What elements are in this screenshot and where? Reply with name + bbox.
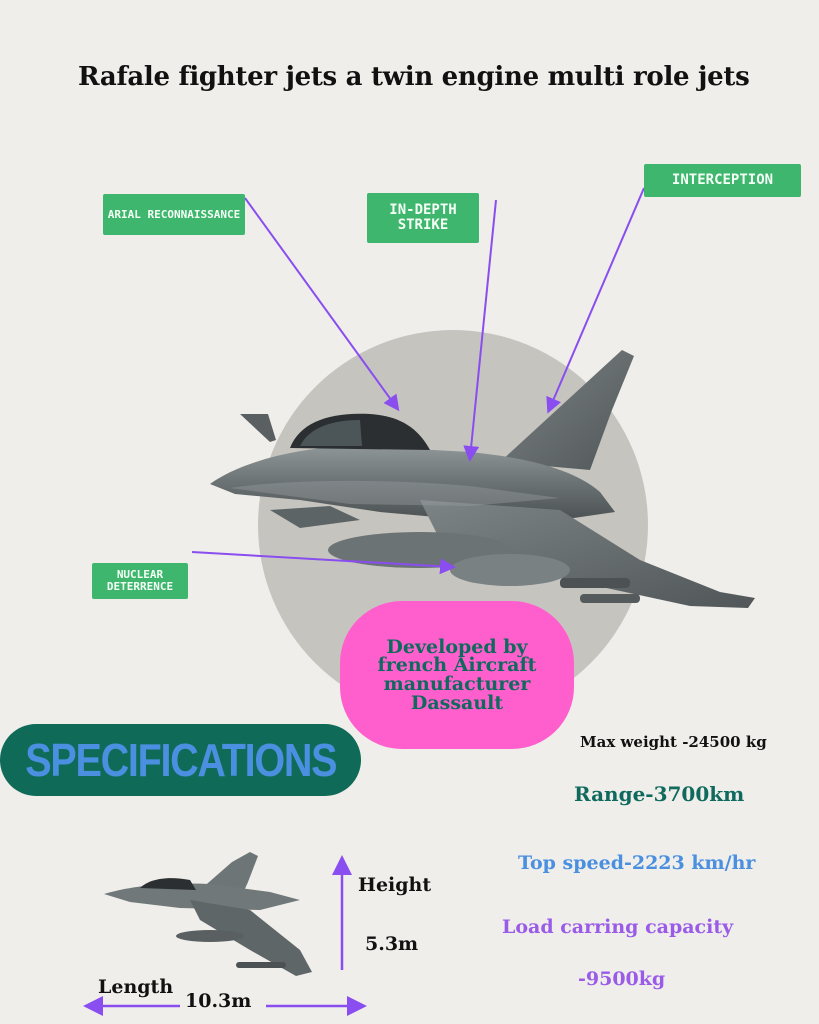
arrow-nuclear	[191, 551, 456, 575]
developer-note: Developed by french Aircraft manufacture…	[340, 601, 574, 749]
tag-arial-reconnaissance: ARIAL RECONNAISSANCE	[103, 194, 245, 235]
height-label: Height	[358, 874, 432, 896]
spec-max-weight: Max weight -24500 kg	[580, 733, 767, 751]
tag-nuclear-deterrence: NUCLEAR DETERRENCE	[92, 563, 188, 599]
arrow-interception	[546, 187, 645, 414]
spec-load-value: -9500kg	[578, 968, 666, 990]
tag-in-depth-strike: IN-DEPTH STRIKE	[367, 193, 479, 243]
spec-load-label: Load carring capacity	[502, 916, 734, 938]
tag-interception: INTERCEPTION	[644, 164, 801, 197]
specifications-banner: SPECIFICATIONS	[0, 724, 361, 796]
spec-range: Range-3700km	[574, 782, 745, 806]
height-value: 5.3m	[365, 933, 419, 955]
length-value: 10.3m	[185, 990, 252, 1012]
arrow-strike	[463, 199, 497, 462]
arrow-arial	[244, 197, 400, 412]
page-title: Rafale fighter jets a twin engine multi …	[78, 62, 750, 92]
spec-top-speed: Top speed-2223 km/hr	[518, 852, 756, 874]
length-label: Length	[98, 976, 174, 998]
specifications-heading: SPECIFICATIONS	[25, 734, 337, 786]
